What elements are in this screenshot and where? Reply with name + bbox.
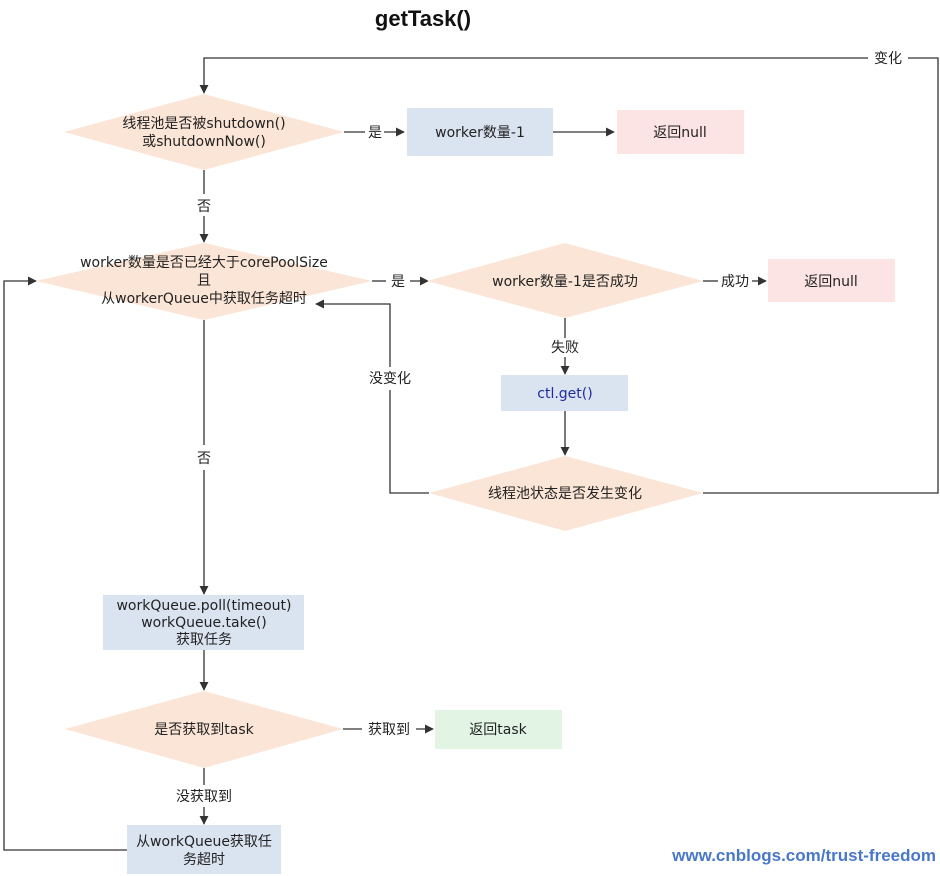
decision-decrement-success-shape	[427, 243, 703, 318]
decision-shutdown: 线程池是否被shutdown() 或shutdownNow()	[64, 94, 344, 170]
process-poll-take-line3: 获取任务	[176, 632, 232, 648]
return-null-2-box	[768, 259, 895, 302]
watermark: www.cnblogs.com/trust-freedom	[671, 846, 936, 865]
decision-state-changed: 线程池状态是否发生变化	[429, 456, 703, 531]
process-poll-take-box	[103, 595, 304, 650]
edge-labels: 是 否 是 成功 失败 没变化 变化 否 获取到 没获取到	[176, 51, 902, 805]
return-null-1: 返回null	[617, 110, 744, 154]
decision-got-task-shape	[65, 691, 343, 768]
process-worker-decrement-label: worker数量-1	[435, 125, 525, 141]
diagram-title: getTask()	[375, 6, 471, 31]
decision-got-task-label: 是否获取到task	[154, 722, 254, 738]
edge-label-no2: 否	[197, 451, 211, 467]
process-ctl-get: ctl.get()	[501, 375, 628, 411]
process-ctl-get-label: ctl.get()	[537, 386, 592, 402]
process-poll-take-line2: workQueue.take()	[141, 615, 267, 631]
decision-worker-count-line1: worker数量是否已经大于corePoolSize	[80, 255, 328, 271]
decision-shutdown-line1: 线程池是否被shutdown()	[122, 116, 285, 132]
decision-worker-count-line2: 且	[197, 273, 211, 289]
return-null-1-label: 返回null	[653, 125, 707, 141]
edge-label-yes1: 是	[368, 125, 382, 141]
process-timeout-box	[127, 825, 281, 874]
decision-worker-count-line3: 从workerQueue中获取任务超时	[101, 291, 307, 307]
decision-got-task: 是否获取到task	[65, 691, 343, 768]
process-poll-take-line1: workQueue.poll(timeout)	[116, 598, 291, 614]
decision-shutdown-shape	[64, 94, 344, 170]
edge-changed	[703, 57, 939, 494]
return-null-2-label: 返回null	[804, 274, 858, 290]
return-null-2: 返回null	[768, 259, 895, 302]
edge-changed-arrow	[199, 57, 868, 94]
decision-decrement-success: worker数量-1是否成功	[427, 243, 703, 318]
decision-state-changed-label: 线程池状态是否发生变化	[488, 486, 642, 502]
edge-label-no-change: 没变化	[369, 371, 411, 387]
edge-label-yes2: 是	[391, 274, 405, 290]
decision-state-changed-shape	[429, 456, 703, 531]
edge-label-got: 获取到	[368, 722, 410, 738]
process-timeout: 从workQueue获取任 务超时	[127, 825, 281, 874]
return-task-label: 返回task	[469, 722, 527, 738]
process-worker-decrement-box	[407, 108, 553, 156]
edge-label-success: 成功	[721, 274, 749, 290]
edge-no-change-arrow	[315, 299, 391, 367]
return-task-box	[435, 710, 562, 749]
edge-timeout-loop	[3, 276, 127, 851]
decision-worker-count: worker数量是否已经大于corePoolSize 且 从workerQueu…	[36, 243, 372, 320]
process-ctl-get-box	[501, 375, 628, 411]
process-timeout-line1: 从workQueue获取任	[136, 834, 272, 850]
edge-label-no1: 否	[197, 199, 211, 215]
edge-label-changed: 变化	[874, 51, 902, 67]
return-null-1-box	[617, 110, 744, 154]
process-poll-take: workQueue.poll(timeout) workQueue.take()…	[103, 595, 304, 650]
decision-decrement-success-label: worker数量-1是否成功	[492, 274, 638, 290]
connectors	[3, 57, 939, 851]
return-task: 返回task	[435, 710, 562, 749]
decision-shutdown-line2: 或shutdownNow()	[142, 134, 266, 150]
edge-label-not-got: 没获取到	[176, 789, 232, 805]
edge-no-change	[389, 390, 429, 494]
process-timeout-line2: 务超时	[183, 852, 225, 868]
process-worker-decrement: worker数量-1	[407, 108, 553, 156]
edge-label-fail: 失败	[551, 340, 579, 356]
decision-worker-count-shape	[36, 243, 372, 320]
